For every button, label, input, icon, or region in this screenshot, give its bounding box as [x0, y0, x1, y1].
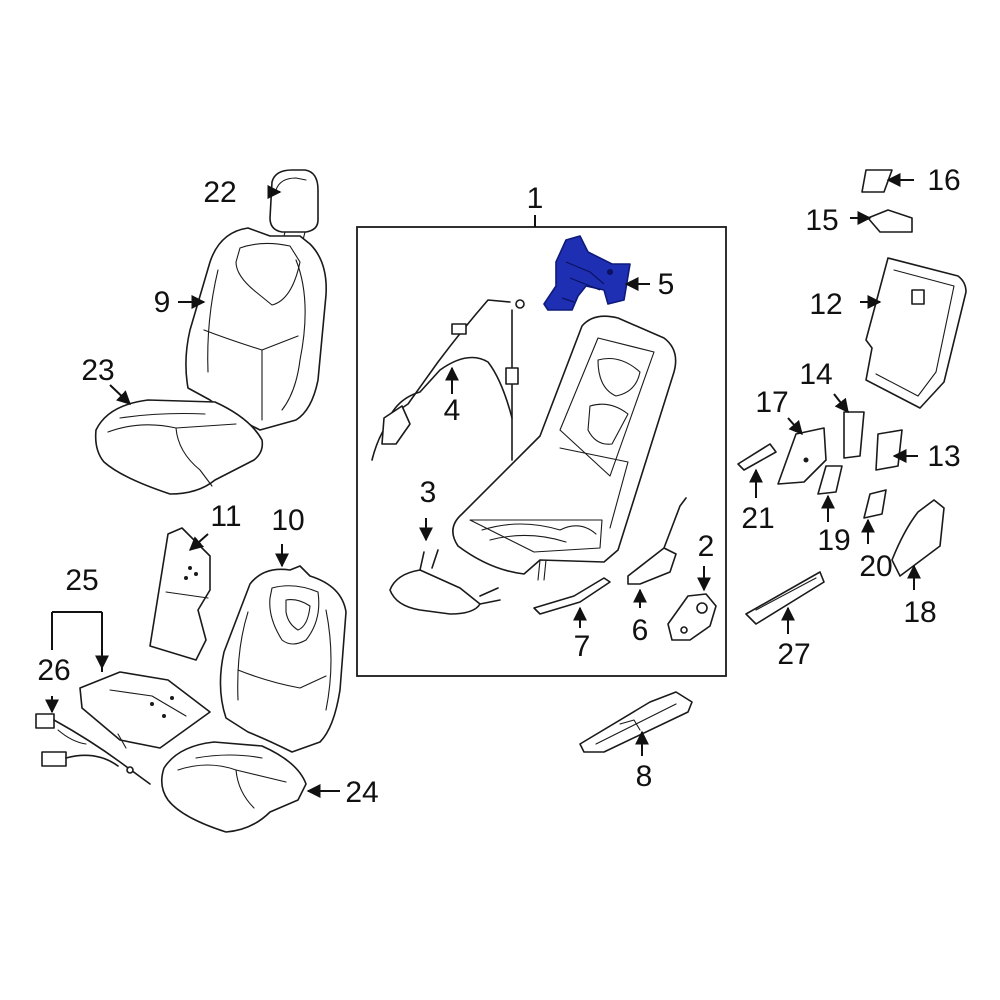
callout-13: 13	[927, 440, 960, 473]
callout-9: 9	[154, 286, 171, 319]
seat-frame[interactable]	[452, 315, 677, 581]
callout-2: 2	[698, 530, 715, 563]
callout-26: 26	[37, 654, 70, 687]
callout-10: 10	[271, 504, 304, 537]
callout-22: 22	[203, 176, 236, 209]
callout-12: 12	[809, 288, 842, 321]
part-9-seatback-cover[interactable]	[185, 227, 327, 431]
part-19-cap[interactable]	[817, 465, 843, 495]
part-3-wire-frame[interactable]	[389, 549, 501, 615]
callout-labels: 1 2 3 4 5 6 7 8 9 10 11 12 13 14 15 16 1…	[37, 164, 960, 809]
callout-25: 25	[65, 564, 98, 597]
callout-18: 18	[903, 596, 936, 629]
callout-16: 16	[927, 164, 960, 197]
part-11-heater-pad[interactable]	[149, 527, 211, 661]
part-25-cushion-heater[interactable]	[79, 671, 211, 749]
part-18-side-shield[interactable]	[891, 499, 945, 577]
frame-assembly-box	[356, 226, 727, 677]
callout-4: 4	[444, 394, 461, 427]
leader-lines	[45, 173, 921, 798]
part-26-wiring-harness[interactable]	[35, 713, 151, 785]
part-5-bracket[interactable]	[543, 235, 631, 311]
part-6-side-bracket[interactable]	[627, 497, 687, 585]
callout-11: 11	[210, 500, 241, 533]
part-12-back-panel[interactable]	[865, 257, 967, 409]
part-8-seat-track[interactable]	[579, 691, 693, 753]
callout-27: 27	[777, 638, 810, 671]
part-15-clip[interactable]	[867, 209, 913, 233]
part-21-cover[interactable]	[737, 443, 777, 471]
callout-23: 23	[81, 354, 114, 387]
callout-17: 17	[755, 386, 788, 419]
part-4-cables[interactable]	[371, 299, 525, 461]
part-2-recliner-motor[interactable]	[667, 593, 717, 641]
callout-5: 5	[658, 268, 675, 301]
callout-14: 14	[799, 358, 832, 391]
callout-19: 19	[817, 524, 850, 557]
callout-6: 6	[632, 614, 649, 647]
part-27-trim-panel[interactable]	[745, 571, 825, 625]
callout-24: 24	[345, 776, 378, 809]
part-7-rod[interactable]	[533, 577, 611, 615]
callout-3: 3	[420, 476, 437, 509]
callout-21: 21	[741, 502, 774, 535]
part-16-clip[interactable]	[861, 169, 893, 193]
part-14-trim[interactable]	[843, 411, 865, 459]
callout-7: 7	[574, 630, 591, 663]
callout-15: 15	[805, 204, 838, 237]
part-22-headrest[interactable]	[269, 169, 319, 241]
part-10-seatback-pad[interactable]	[219, 565, 347, 753]
part-20-cap[interactable]	[863, 489, 887, 519]
part-13-trim[interactable]	[875, 429, 903, 471]
callout-1: 1	[527, 182, 544, 215]
callout-20: 20	[859, 550, 892, 583]
part-24-cushion-pad[interactable]	[160, 741, 307, 833]
part-23-cushion-cover[interactable]	[94, 399, 264, 495]
part-17-side-trim[interactable]	[777, 427, 827, 485]
callout-8: 8	[636, 760, 653, 793]
